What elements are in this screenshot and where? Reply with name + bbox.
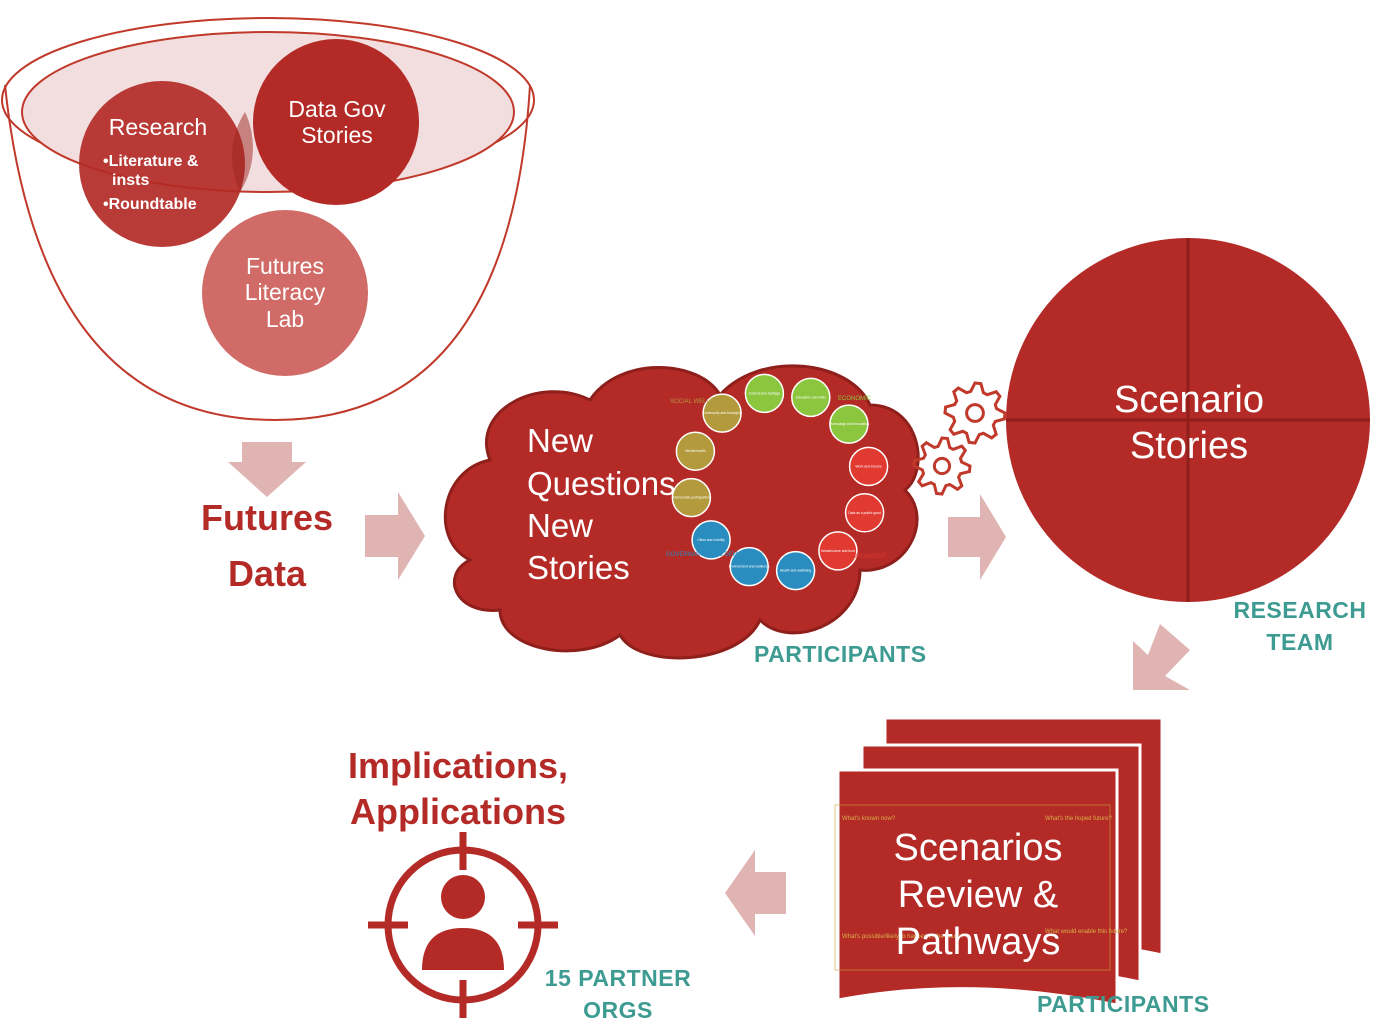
- cycle-node: Work and income: [848, 446, 889, 487]
- cycle-node-circle: [829, 404, 869, 444]
- funnel-group: Research •Literature & insts •Roundtable…: [1, 17, 535, 422]
- cycle-node: Environment and resilience: [729, 546, 770, 587]
- cycle-node-label: Democratic participation: [673, 496, 709, 500]
- cycle-node: Cities and mobility: [691, 520, 731, 560]
- scenarios-review-line3: Pathways: [896, 921, 1061, 963]
- faint-label-1: What's known now?: [842, 816, 896, 822]
- cycle-node-label: Technology and innovation: [829, 422, 869, 426]
- research-team-line1: RESEARCH: [1233, 597, 1366, 623]
- scenarios-review-group: What's known now? What's the hoped futur…: [834, 716, 1164, 1030]
- futures-lab-line1: Futures: [246, 253, 324, 279]
- cloud-line4: Stories: [527, 549, 630, 586]
- futures-lab-circle: [202, 210, 368, 376]
- cycle-node-circle: [844, 493, 885, 533]
- cycle-node-label: Community and belonging: [702, 411, 742, 415]
- partner-orgs-line2: ORGS: [583, 997, 653, 1023]
- faint-label-3: What's possible/likely to happen in the …: [842, 934, 965, 940]
- cycle-node-circle: [791, 377, 831, 418]
- cloud-line1: New: [527, 422, 593, 459]
- research-bullet-1b: insts: [112, 172, 149, 189]
- page-front-faint-frame: [834, 804, 1111, 971]
- research-circle: [79, 81, 245, 247]
- research-bullet-2: •Roundtable: [103, 196, 197, 213]
- cycle-node-circle: [744, 373, 785, 414]
- data-gov-line2: Stories: [301, 122, 373, 148]
- cycle-side-label-1: SOCIAL WELLBEING: [670, 399, 729, 405]
- cycle-node: Health and wellbeing: [775, 550, 816, 591]
- data-gov-line1: Data Gov: [288, 96, 386, 122]
- data-gov-circle: [253, 39, 419, 205]
- target-person-icon: [368, 832, 558, 1018]
- arrow-downleft-icon: [1133, 624, 1190, 690]
- scenarios-review-line1: Scenarios: [894, 827, 1063, 869]
- faint-label-4: What would enable this future?: [1045, 929, 1128, 935]
- arrow-right-icon-1: [365, 492, 425, 580]
- scenario-line1: Scenario: [1114, 379, 1264, 421]
- cycle-node-circle: [675, 431, 716, 471]
- cycle-node-label: Education and skills: [796, 395, 826, 399]
- faint-label-2: What's the hoped future?: [1045, 816, 1113, 822]
- cloud-line3: New: [527, 507, 593, 544]
- cloud-line2: Questions: [527, 465, 676, 502]
- cloud-participants-label: PARTICIPANTS: [754, 641, 927, 667]
- gear-icon: [912, 436, 972, 496]
- cycle-node-circle: [702, 393, 742, 433]
- cycle-node: Education and skills: [791, 377, 831, 418]
- cycle-node-label: Environment and resilience: [729, 565, 770, 569]
- cycle-node: Democratic participation: [671, 477, 712, 518]
- partner-orgs-line1: 15 PARTNER: [545, 965, 691, 991]
- cycle-node: Data as a public good: [844, 493, 885, 533]
- cycle-node-circle: [729, 546, 769, 587]
- cycle-side-label-2: ECONOMIC: [838, 396, 872, 402]
- cycle-node: Community and belonging: [702, 393, 742, 433]
- cycle-node-label: Data as a public good: [848, 511, 881, 515]
- cycle-node: Mental health: [675, 431, 716, 471]
- cycle-node: Technology and innovation: [829, 404, 869, 444]
- futures-data-line1: Futures: [201, 497, 333, 538]
- scenario-stories-group: Scenario Stories: [1006, 238, 1370, 602]
- scenarios-participants-label: PARTICIPANTS: [1037, 991, 1210, 1017]
- research-title: Research: [109, 114, 207, 140]
- implications-line1: Implications,: [348, 745, 568, 786]
- research-bullet-1: •Literature &: [103, 153, 199, 170]
- scenarios-review-line2: Review &: [898, 874, 1059, 916]
- implications-line2: Applications: [350, 791, 566, 832]
- cycle-node-label: Work and income: [855, 464, 881, 468]
- cycle-node-label: Cities and mobility: [697, 538, 725, 542]
- futures-lab-line2: Literacy: [245, 279, 326, 305]
- futures-data-line2: Data: [228, 553, 307, 594]
- scenario-line2: Stories: [1130, 425, 1248, 467]
- cycle-node-circle: [775, 550, 816, 591]
- arrow-left-icon: [725, 850, 786, 936]
- cycle-node-circle: [691, 520, 731, 560]
- cloud-group: New Questions New Stories Cultural and h…: [443, 364, 920, 660]
- cycle-node: Cultural and heritage: [744, 373, 785, 414]
- cycle-node-label: Infrastructure and trust: [821, 549, 855, 553]
- cycle-side-label-3: GOVERNANCE AND DEMOCRACY: [666, 552, 763, 558]
- cycle-node-circle: [848, 446, 889, 487]
- arrow-down-icon: [228, 442, 306, 497]
- page-front: [836, 768, 1119, 1030]
- cycle-node-label: Cultural and heritage: [749, 391, 781, 395]
- cycle-node-label: Mental health: [685, 449, 705, 453]
- cycle-node-circle: [818, 531, 858, 571]
- research-team-line2: TEAM: [1266, 629, 1333, 655]
- gear-icon: [943, 381, 1007, 445]
- cycle-node-label: Health and wellbeing: [780, 569, 812, 573]
- funnel-outline: [4, 84, 531, 422]
- cycle-side-label-4: ENVIRONMENT: [842, 554, 887, 560]
- cycle-node-circle: [671, 477, 712, 518]
- arrow-right-icon-2: [948, 494, 1006, 580]
- futures-lab-line3: Lab: [266, 306, 304, 332]
- cycle-node: Infrastructure and trust: [818, 531, 858, 571]
